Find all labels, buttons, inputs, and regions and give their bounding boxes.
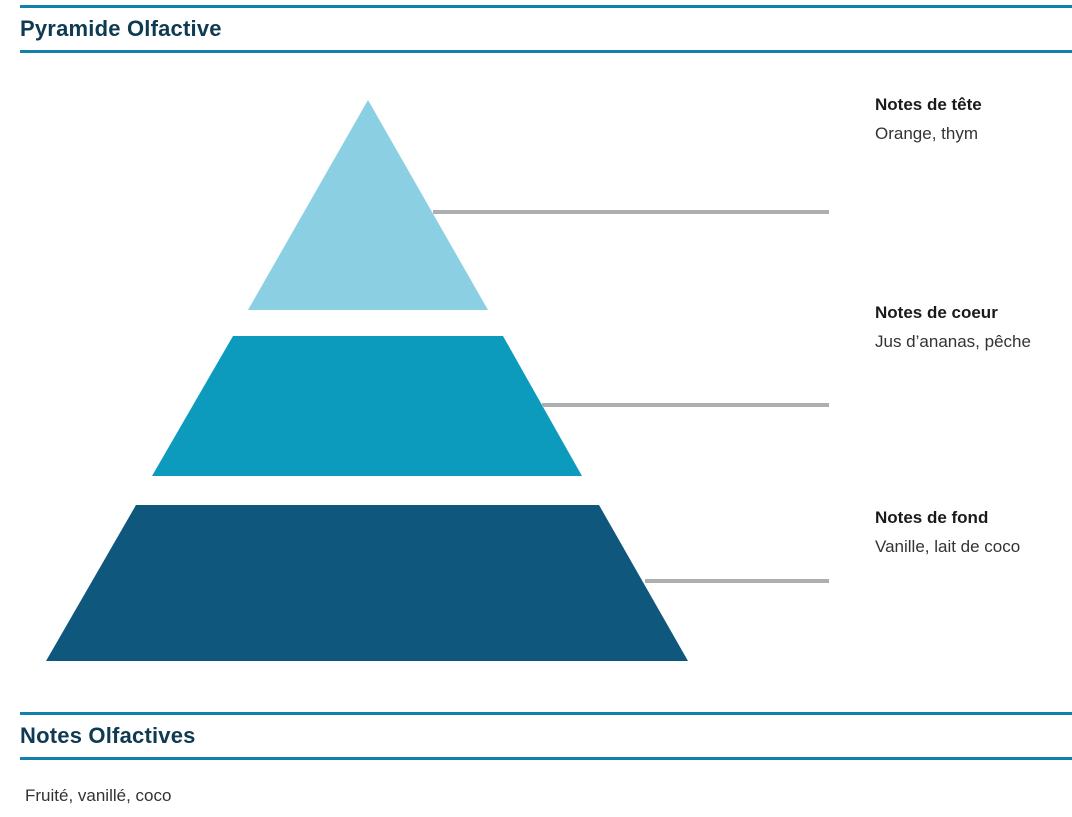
pyramid-level-top — [248, 100, 488, 310]
note-label-top-notes: Orange, thym — [875, 124, 978, 143]
note-label-heart-title: Notes de coeur — [875, 303, 998, 322]
note-label-top: Notes de tête Orange, thym — [875, 90, 982, 148]
pyramid-level-base — [46, 505, 688, 661]
notes-section-rule-top — [20, 712, 1072, 715]
notes-section-rule-bottom — [20, 757, 1072, 760]
note-label-base-title: Notes de fond — [875, 508, 989, 527]
note-label-top-title: Notes de tête — [875, 95, 982, 114]
notes-olfactives-title: Notes Olfactives — [20, 723, 196, 748]
note-label-base-notes: Vanille, lait de coco — [875, 537, 1021, 556]
pyramide-olfactive-title: Pyramide Olfactive — [20, 16, 222, 41]
notes-olfactives-description: Fruité, vanillé, coco — [25, 786, 172, 805]
note-label-heart: Notes de coeur Jus d’ananas, pêche — [875, 298, 1031, 356]
note-label-heart-notes: Jus d’ananas, pêche — [875, 332, 1031, 351]
note-label-base: Notes de fond Vanille, lait de coco — [875, 503, 1020, 561]
pyramid-level-heart — [152, 336, 582, 476]
header-rule-top — [20, 5, 1072, 8]
header-rule-bottom — [20, 50, 1072, 53]
